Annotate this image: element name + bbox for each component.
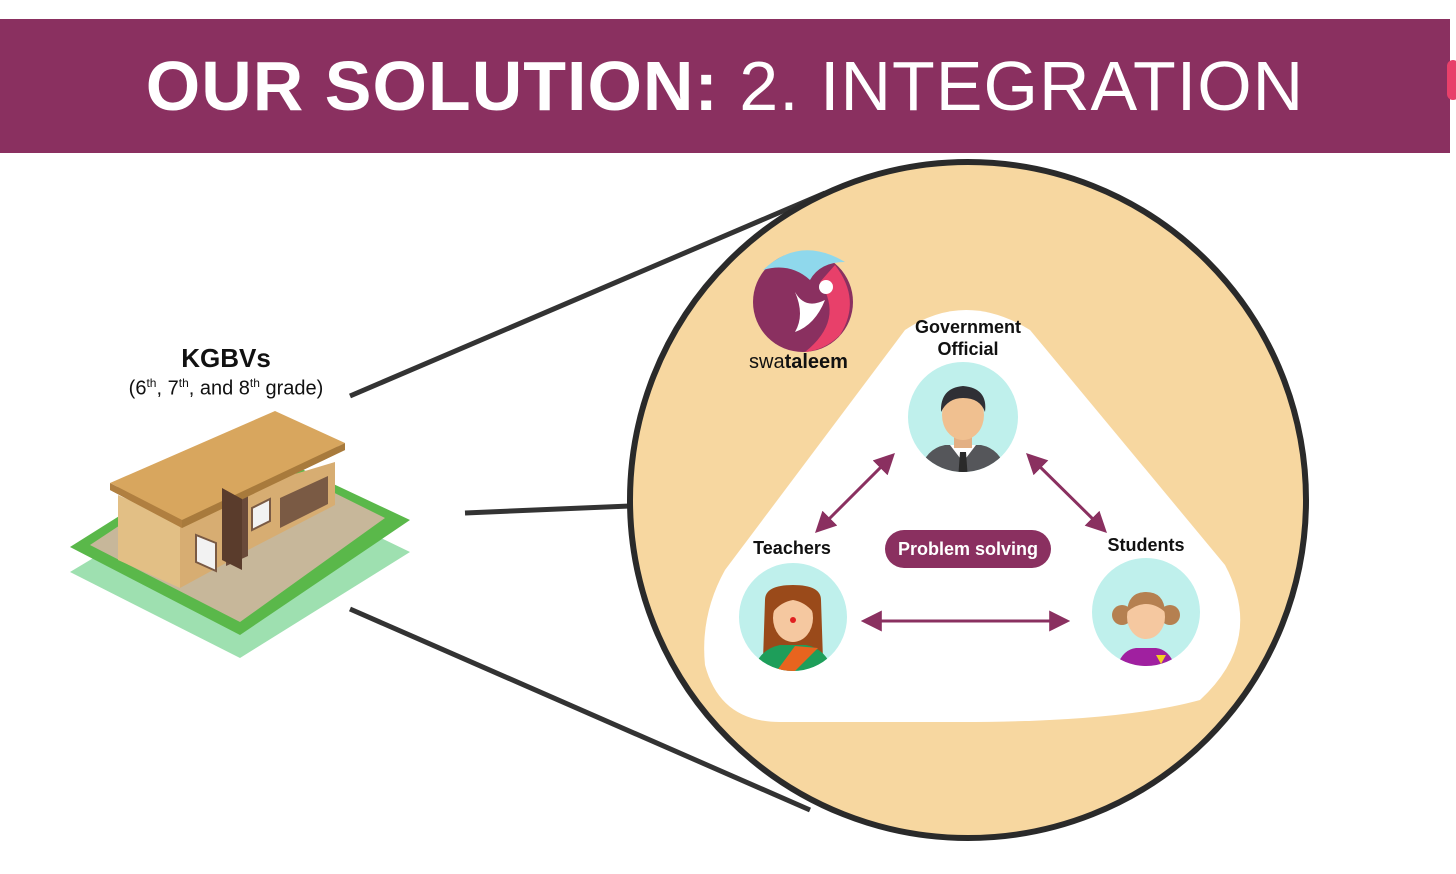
problem-solving-badge: Problem solving [885,530,1051,568]
page-title-bold: OUR SOLUTION: [145,47,719,125]
swataleem-logo-icon [753,250,853,352]
school-building-icon [70,411,410,658]
arrow-government-teachers [815,453,895,533]
node-label-government: Government Official [914,317,1022,359]
title-banner: OUR SOLUTION: 2. INTEGRATION [0,19,1450,153]
school-title: KGBVs [181,343,271,373]
zoom-line-top [349,190,826,399]
page-title-rest: 2. INTEGRATION [718,47,1305,125]
banner-edge-accent [1447,60,1456,100]
swataleem-logo-text: swataleem [749,351,848,373]
zoom-line-bottom [348,606,812,813]
arrow-government-students [1026,453,1107,533]
student-icon [1092,558,1200,666]
teacher-icon [739,563,847,671]
government-official-icon [908,362,1018,472]
school-grades: (6th, 7th, and 8th grade) [128,376,324,400]
page-title: OUR SOLUTION: 2. INTEGRATION [146,46,1304,126]
node-label-teachers: Teachers [753,538,831,558]
zoom-line-middle [464,503,631,516]
node-label-students: Students [1107,535,1185,555]
